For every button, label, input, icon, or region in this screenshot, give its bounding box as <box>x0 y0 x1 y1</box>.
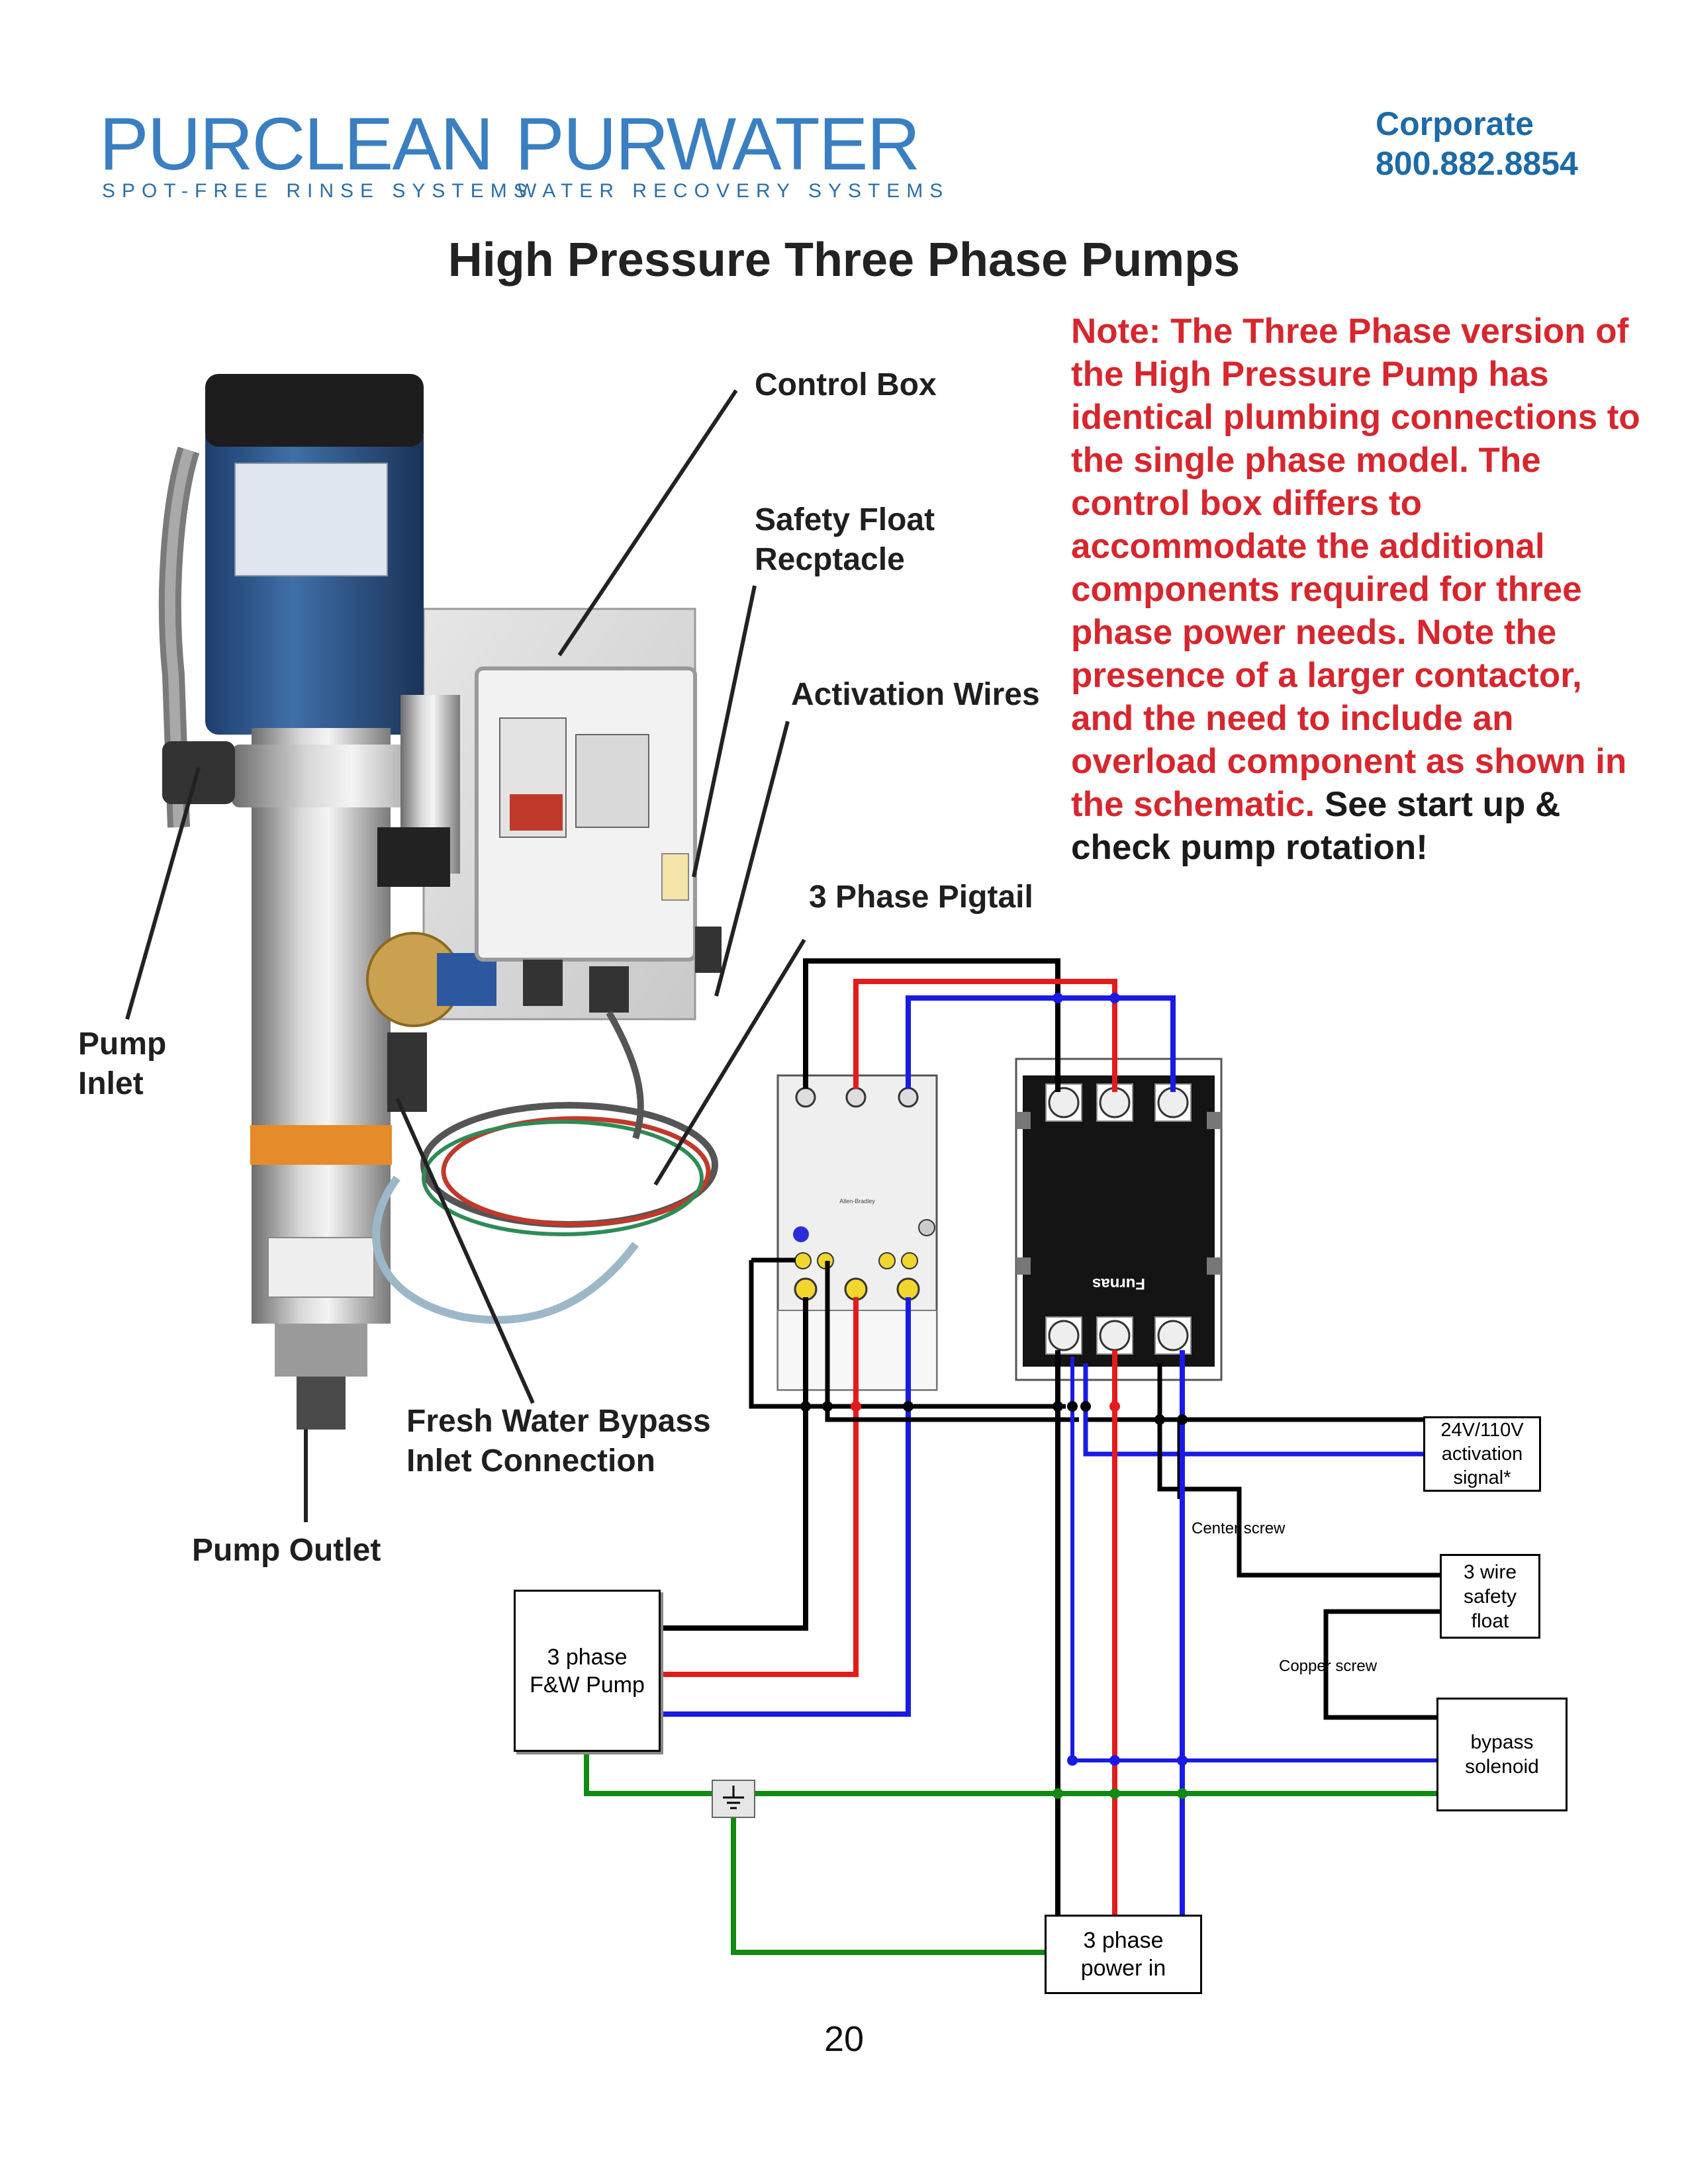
note-paragraph: Note: The Three Phase version of the Hig… <box>1071 310 1654 869</box>
leader-activation-wires <box>714 721 790 997</box>
wire-center-screw <box>1157 1363 1441 1578</box>
ground-symbol <box>712 1780 755 1818</box>
motor-label <box>234 463 388 576</box>
leader-safety-float <box>692 585 757 878</box>
contactor-brand: Furnas <box>1092 1275 1145 1293</box>
label-pigtail: 3 Phase Pigtail <box>809 880 1033 915</box>
activation-signal-box: 24V/110V activation signal* <box>1423 1416 1541 1492</box>
wire-blue-to-pump <box>659 1297 911 1717</box>
safety-float-box: 3 wire safety float <box>1440 1554 1540 1639</box>
purwater-tagline: WATER RECOVERY SYSTEMS <box>518 180 950 202</box>
label-activation-wires: Activation Wires <box>791 677 1040 712</box>
wire-ground-down <box>731 1794 1046 1955</box>
wire-red-top <box>853 979 1117 1092</box>
junction-dots <box>800 993 1188 1799</box>
copper-screw-label: Copper screw <box>1279 1657 1378 1675</box>
contactor <box>1015 1058 1223 1381</box>
wire-bus-black-2 <box>825 1261 1079 1422</box>
label-control-box: Control Box <box>755 367 937 402</box>
wire-ground <box>584 1751 1436 1796</box>
wire-copper-screw <box>1323 1609 1441 1720</box>
page-number: 20 <box>823 2019 865 2059</box>
purwater-logo: PURWATER <box>515 103 920 185</box>
label-pump-inlet: Pump Inlet <box>78 1026 167 1101</box>
overload-brand: Allen-Bradley <box>839 1198 875 1205</box>
wire-black-top <box>803 958 1060 1092</box>
page-title: High Pressure Three Phase Pumps <box>447 234 1241 287</box>
label-safety-float: Safety Float Recptacle <box>755 502 935 577</box>
motor-cap <box>205 374 424 447</box>
pump-housing <box>252 728 391 1324</box>
leader-pump-inlet <box>125 767 201 1020</box>
corporate-label: Corporate <box>1376 105 1534 142</box>
wire-black-to-pump <box>659 1297 808 1631</box>
label-pump-outlet: Pump Outlet <box>192 1533 381 1568</box>
power-in-box: 3 phase power in <box>1045 1915 1202 1994</box>
purclean-tagline: SPOT-FREE RINSE SYSTEMS <box>102 180 534 202</box>
corporate-phone[interactable]: 800.882.8854 <box>1376 145 1578 182</box>
note-black-text: See start up & check pump rotation! <box>1071 785 1561 867</box>
leader-control-box <box>557 389 738 657</box>
pump-box: 3 phase F&W Pump <box>514 1590 661 1752</box>
bypass-solenoid-box: bypass solenoid <box>1436 1698 1568 1811</box>
wire-red-to-pump <box>659 1297 859 1677</box>
purclean-logo: PURCLEAN <box>99 103 494 185</box>
leader-pigtail <box>653 938 806 1186</box>
leader-bypass-inlet <box>395 1097 535 1404</box>
outlet-fitting <box>275 1324 367 1377</box>
note-red-text: Note: The Three Phase version of the Hig… <box>1071 312 1640 824</box>
label-bypass-inlet: Fresh Water Bypass Inlet Connection <box>406 1404 711 1479</box>
wire-bus-black-1 <box>749 1257 1066 1409</box>
center-screw-label: Center screw <box>1192 1520 1286 1537</box>
wire-activation-blue <box>1083 1363 1423 1457</box>
wire-blue-top <box>906 995 1176 1092</box>
